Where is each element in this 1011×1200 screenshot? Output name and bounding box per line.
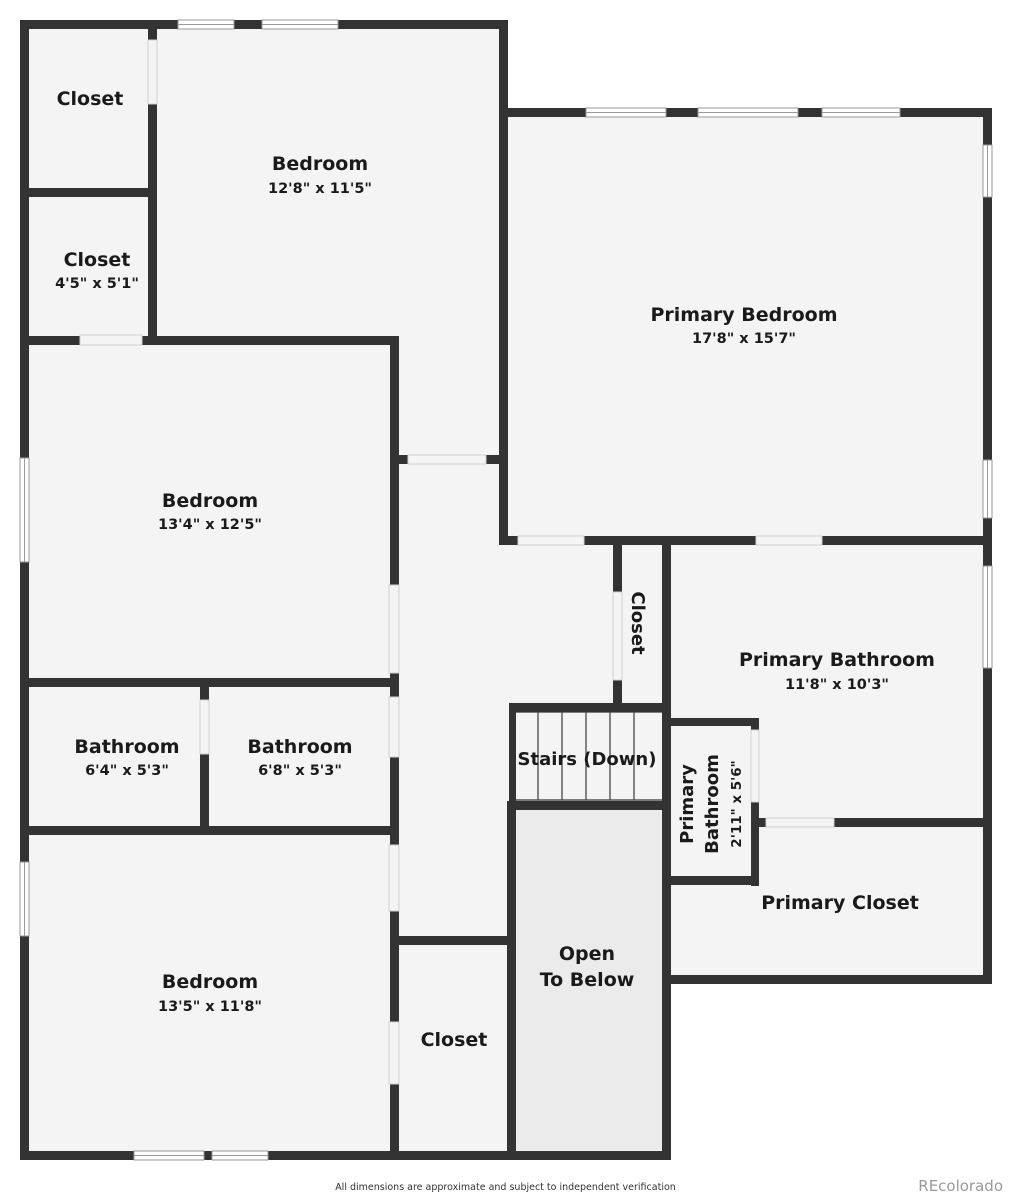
- primary-bath-small-line1: Primary: [677, 764, 698, 844]
- stairs-label: Stairs (Down): [518, 749, 657, 770]
- floor-areas: [22, 22, 990, 1157]
- stair-treads: [513, 708, 662, 802]
- bathroom-right-label: Bathroom: [247, 736, 352, 758]
- bedroom-bottom-label: Bedroom: [162, 971, 258, 993]
- primary-bedroom-label: Primary Bedroom: [650, 304, 837, 326]
- open-below-line2: To Below: [540, 969, 635, 991]
- bedroom-top-dims: 12'8" x 11'5": [268, 181, 372, 197]
- closet-small-dims: 4'5" x 5'1": [55, 276, 139, 292]
- windows: [19, 19, 993, 1161]
- closet-small-label: Closet: [64, 249, 131, 271]
- bedroom-mid-dims: 13'4" x 12'5": [158, 517, 262, 533]
- primary-bathroom-dims: 11'8" x 10'3": [785, 677, 889, 693]
- dimensions-disclaimer: All dimensions are approximate and subje…: [335, 1182, 676, 1193]
- room-labels: Closet Bedroom 12'8" x 11'5" Closet 4'5"…: [55, 88, 935, 1051]
- closet-top-label: Closet: [57, 88, 124, 110]
- bathroom-left-label: Bathroom: [74, 736, 179, 758]
- primary-bedroom-dims: 17'8" x 15'7": [692, 331, 796, 347]
- bedroom-mid-label: Bedroom: [162, 490, 258, 512]
- closet-bottom-label: Closet: [421, 1029, 488, 1051]
- primary-closet-label: Primary Closet: [761, 892, 919, 914]
- primary-bath-small-dims: 2'11" x 5'6": [729, 760, 745, 847]
- bedroom-bottom-dims: 13'5" x 11'8": [158, 999, 262, 1015]
- bedroom-top-label: Bedroom: [272, 153, 368, 175]
- primary-bath-small-line2: Bathroom: [702, 754, 723, 854]
- bathroom-left-dims: 6'4" x 5'3": [85, 763, 169, 779]
- door-openings: [79, 39, 835, 1085]
- open-to-below-floor: [516, 810, 662, 1150]
- bathroom-right-dims: 6'8" x 5'3": [258, 763, 342, 779]
- open-below-line1: Open: [559, 943, 615, 965]
- closet-vertical-label: Closet: [627, 591, 648, 655]
- primary-bathroom-label: Primary Bathroom: [739, 649, 935, 671]
- brand-watermark: REcolorado: [918, 1177, 1003, 1195]
